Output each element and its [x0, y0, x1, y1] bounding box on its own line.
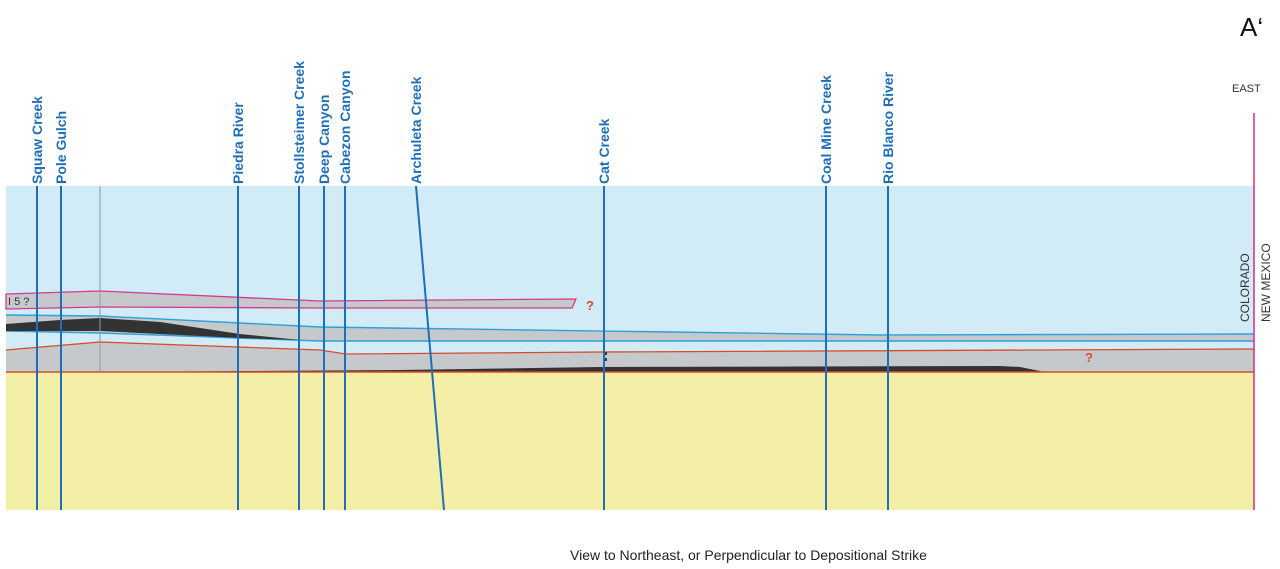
question-mark: ?: [1085, 350, 1093, 365]
cat-creek-tick: [604, 352, 607, 355]
cat-creek-tick: [604, 358, 607, 361]
cyan-top-line: [5, 314, 1255, 336]
location-label: Cabezon Canyon: [337, 70, 353, 184]
state-label-colorado: COLORADO: [1238, 253, 1252, 322]
location-label: Coal Mine Creek: [818, 75, 834, 184]
location-label: Stollsteimer Creek: [291, 61, 307, 184]
location-label: Rio Blanco River: [880, 71, 896, 184]
location-label: Archuleta Creek: [408, 76, 424, 184]
dark-wedge-upper: [6, 318, 300, 340]
question-mark: ?: [586, 298, 594, 313]
location-label: Squaw Creek: [29, 96, 45, 184]
red-top-line: [5, 341, 1255, 355]
gray-unit-lower: [6, 342, 1254, 372]
location-label: Deep Canyon: [316, 95, 332, 184]
location-label: Cat Creek: [596, 118, 612, 184]
cyan-base-line: [5, 330, 1254, 342]
lower-yellow-interval: [6, 372, 1254, 510]
section-end-title: A‘: [1240, 12, 1263, 42]
state-label-new-mexico: NEW MEXICO: [1259, 243, 1273, 322]
direction-label: EAST: [1232, 83, 1261, 95]
figure-caption: View to Northeast, or Perpendicular to D…: [570, 547, 927, 563]
location-label: Pole Gulch: [53, 111, 69, 184]
location-line-archuleta-creek: [415, 185, 445, 511]
unit-label: I 5 ?: [8, 296, 29, 308]
upper-blue-interval: [6, 186, 1254, 372]
location-label: Piedra River: [230, 102, 246, 184]
gray-unit-middle: [6, 315, 1254, 341]
dark-basal-unit: [110, 366, 1045, 372]
